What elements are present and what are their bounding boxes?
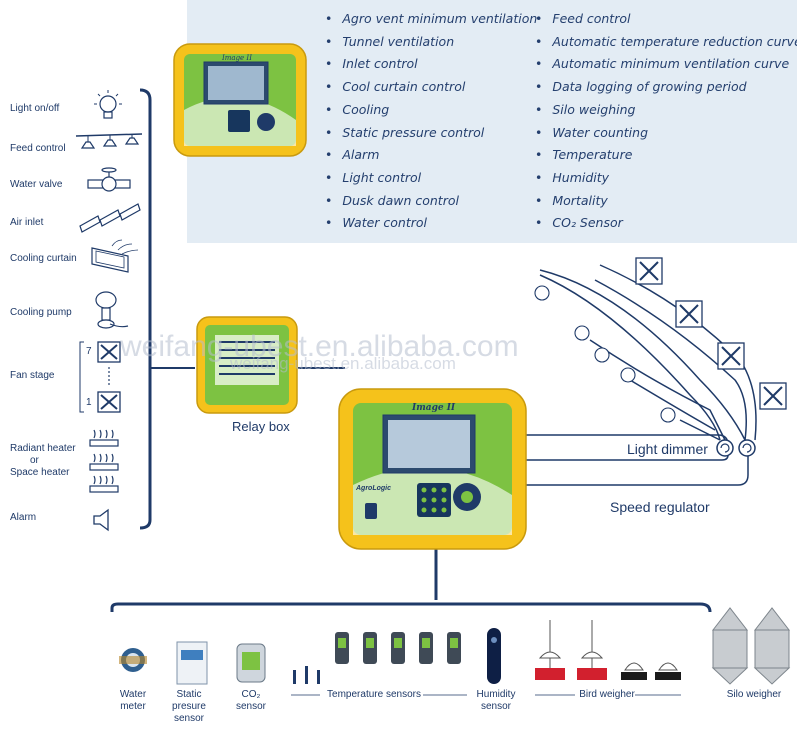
feature-item: Cooling <box>325 99 537 122</box>
fans-and-lights <box>534 257 787 423</box>
feature-item: Tunnel ventilation <box>325 31 537 54</box>
output-label-cooling-curtain: Cooling curtain <box>10 253 77 264</box>
relay-box-label: Relay box <box>232 419 290 434</box>
feature-item: Feed control <box>535 8 797 31</box>
light-dimmer-label: Light dimmer <box>627 441 708 457</box>
feature-item: Dusk dawn control <box>325 190 537 213</box>
controller-small-top: Image II <box>173 43 307 157</box>
output-label-radiant-heater: Radiant heater <box>10 443 76 454</box>
feature-list-right: Feed controlAutomatic temperature reduct… <box>535 8 797 235</box>
feature-item: Inlet control <box>325 53 537 76</box>
air-inlet-icon <box>79 203 141 233</box>
temperature-sensors-label: Temperature sensors <box>327 689 421 700</box>
feature-item: Humidity <box>535 167 797 190</box>
co2-sensor-icon <box>236 643 266 683</box>
silo-weigher-label: Silo weigher <box>726 689 782 700</box>
controller-brand: AgroLogic <box>356 485 391 492</box>
bird-weigher-icon <box>535 620 681 680</box>
sensor-bus-line <box>110 602 712 613</box>
watermark: weifang-ubest.en.alibaba.com <box>120 330 519 363</box>
feature-item: Water control <box>325 212 537 235</box>
feature-item: Mortality <box>535 190 797 213</box>
cooling-curtain-icon <box>91 239 139 273</box>
temperature-sensors-icon <box>293 632 461 684</box>
feature-item: Alarm <box>325 144 537 167</box>
feature-item: CO₂ Sensor <box>535 212 797 235</box>
water-meter-icon <box>119 648 147 672</box>
light-bulb-icon <box>94 90 122 119</box>
alarm-speaker-icon <box>93 508 109 532</box>
feeder-icon <box>75 133 143 149</box>
controller-model: Image II <box>412 403 456 413</box>
output-label-space-heater: Space heater <box>10 467 70 478</box>
static-pressure-icon <box>176 641 208 685</box>
feature-item: Data logging of growing period <box>535 76 797 99</box>
feature-list-left: Agro vent minimum ventilationTunnel vent… <box>325 8 537 235</box>
speed-regulator-label: Speed regulator <box>610 499 710 515</box>
water-valve-icon <box>87 167 131 192</box>
feature-item: Automatic minimum ventilation curve <box>535 53 797 76</box>
fan-stage-top-number: 7 <box>86 346 92 357</box>
sensor-icons <box>119 607 791 696</box>
feature-item: Silo weighing <box>535 99 797 122</box>
feature-item: Temperature <box>535 144 797 167</box>
heater-icon <box>89 429 119 493</box>
output-label-feed: Feed control <box>10 143 66 154</box>
main-controller <box>338 388 527 550</box>
output-label-or: or <box>30 455 39 466</box>
feature-item: Agro vent minimum ventilation <box>325 8 537 31</box>
output-bracket-line <box>139 88 152 530</box>
output-label-light: Light on/off <box>10 103 60 114</box>
feature-item: Water counting <box>535 122 797 145</box>
bird-weigher-label: Bird weigher <box>579 689 635 700</box>
fan-stage-bracket <box>79 341 121 413</box>
humidity-sensor-icon <box>487 628 501 684</box>
feature-item: Light control <box>325 167 537 190</box>
svg-text:Image II: Image II <box>221 54 252 62</box>
cooling-pump-icon <box>95 291 129 329</box>
feature-item: Cool curtain control <box>325 76 537 99</box>
fan-stage-bottom-number: 1 <box>86 397 92 408</box>
feature-item: Static pressure control <box>325 122 537 145</box>
feature-item: Automatic temperature reduction curve <box>535 31 797 54</box>
output-label-air-inlet: Air inlet <box>10 217 44 228</box>
dimmer-knobs <box>716 439 756 457</box>
relay-box <box>196 316 298 414</box>
silo-weigher-icon <box>711 607 791 685</box>
watermark-small: weifang-ubest.en.alibaba.com <box>230 354 456 373</box>
output-label-fan-stage: Fan stage <box>10 370 55 381</box>
output-label-water-valve: Water valve <box>10 179 63 190</box>
output-label-alarm: Alarm <box>10 512 37 523</box>
output-label-cooling-pump: Cooling pump <box>10 307 72 318</box>
